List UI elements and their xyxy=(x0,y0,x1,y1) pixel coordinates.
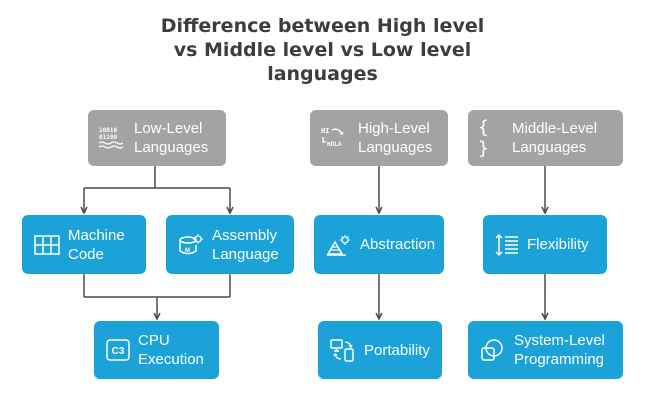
svg-text:C3: C3 xyxy=(112,346,125,357)
svg-text:10010: 10010 xyxy=(99,127,117,134)
chip-icon: C3 xyxy=(106,339,130,361)
node-low-level-languages: 10010 01100 Low-Level Languages xyxy=(88,110,226,166)
node-cpu-execution: C3 CPU Execution xyxy=(94,321,219,379)
node-system-level-programming: System-Level Programming xyxy=(468,321,623,379)
svg-text:01100: 01100 xyxy=(99,134,117,141)
node-machine-code: Machine Code xyxy=(22,215,146,274)
node-portability: Portability xyxy=(318,321,442,379)
devices-transfer-icon xyxy=(330,338,356,362)
venn-icon xyxy=(480,338,506,362)
vertical-arrows-list-icon xyxy=(495,233,519,257)
node-label: System-Level Programming xyxy=(514,332,605,368)
svg-text:M: M xyxy=(185,248,190,254)
node-label: Machine Code xyxy=(68,226,125,263)
title-line-3: languages xyxy=(267,63,378,85)
grid-icon xyxy=(34,234,60,255)
node-label: Portability xyxy=(364,341,430,359)
node-middle-level-languages: { } Middle-Level Languages xyxy=(468,110,623,166)
node-label: Abstraction xyxy=(360,236,436,253)
diagram-title: Difference between High level vs Middle … xyxy=(0,14,645,86)
node-label: CPU Execution xyxy=(138,332,204,368)
database-gear-icon: M xyxy=(178,233,204,257)
node-assembly-language: M Assembly Language xyxy=(166,215,294,274)
svg-text:HI: HI xyxy=(321,127,329,135)
node-label: High-Level Languages xyxy=(358,120,433,156)
shapes-gear-icon xyxy=(326,233,352,257)
braces-icon: { } xyxy=(478,117,489,159)
node-label: Flexibility xyxy=(527,236,589,253)
title-line-1: Difference between High level xyxy=(160,15,485,37)
svg-text:HOLA: HOLA xyxy=(327,141,342,148)
binary-code-icon: 10010 01100 xyxy=(98,125,126,151)
node-label: Middle-Level Languages xyxy=(512,120,598,156)
node-abstraction: Abstraction xyxy=(314,215,444,274)
node-high-level-languages: HI HOLA High-Level Languages xyxy=(310,110,448,166)
translate-icon: HI HOLA xyxy=(320,125,350,151)
node-label: Assembly Language xyxy=(212,226,279,263)
node-label: Low-Level Languages xyxy=(134,120,209,156)
title-line-2: vs Middle level vs Low level xyxy=(173,39,472,61)
node-flexibility: Flexibility xyxy=(483,215,607,274)
